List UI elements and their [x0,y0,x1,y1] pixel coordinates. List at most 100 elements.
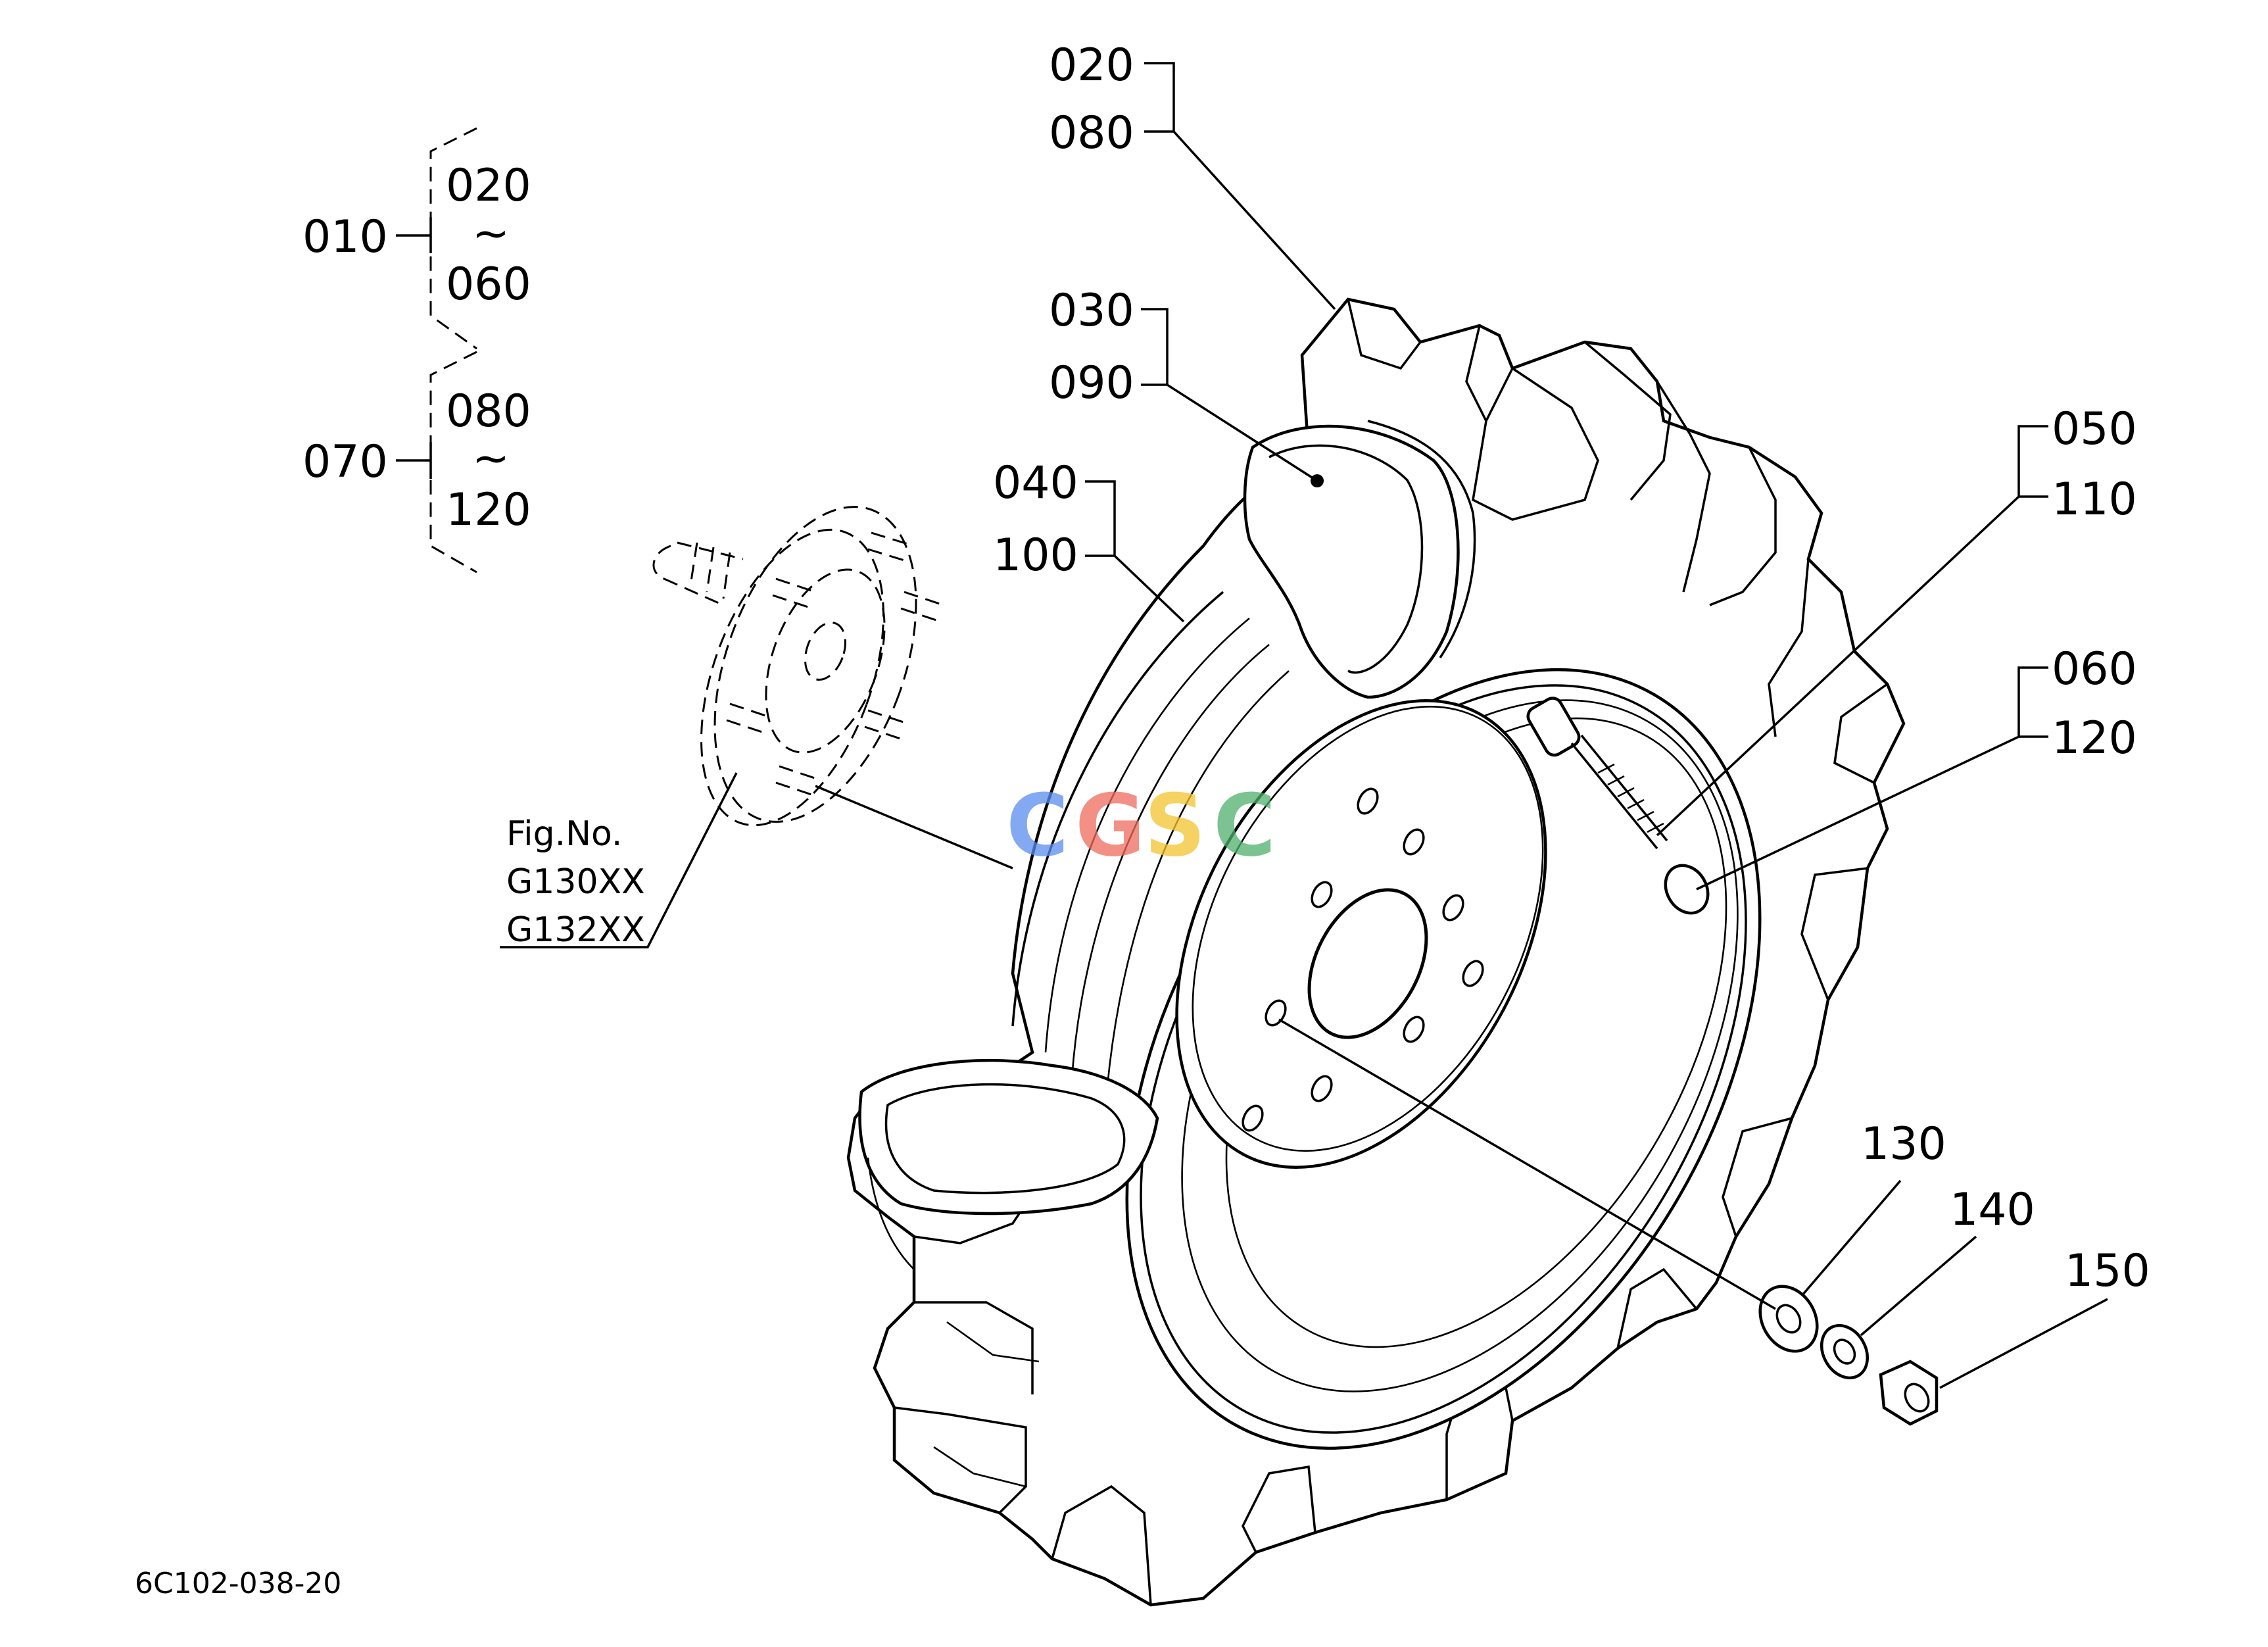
bolt-hole [1462,960,1484,987]
tire-lug-right-3 [1833,683,1889,784]
valve-body [1570,742,1658,850]
spring-washer [1820,1324,1870,1379]
label-150: 150 [2065,1245,2150,1297]
tube-top-fold [1367,420,1476,658]
watermark-letter: S [1144,775,1206,875]
tire-lug-right-4 [1800,867,1868,1000]
figref-line2: G130XX [506,862,645,902]
bolt-hole [1265,999,1287,1027]
bolt-holes [1242,787,1484,1132]
bolt-hole [1442,894,1464,922]
wheel-disc [1175,699,1547,1169]
group-010-id: 010 [302,211,388,263]
valve-body-2 [1580,734,1668,842]
hub-stud [864,709,908,741]
label-030: 030 [1049,285,1134,337]
figref-line1: Fig.No. [506,814,622,854]
flat-washer-hole [1775,1304,1802,1334]
sidewall-arc-2 [1044,617,1250,1053]
group-070-from: 080 [446,385,531,437]
sidewall-arc-4 [1103,670,1290,1119]
leader-040-100 [1085,480,1185,623]
label-020-top: 020 [1049,39,1134,91]
label-110: 110 [2052,474,2137,526]
tire-lug-top-1 [1347,299,1422,370]
bracket-070 [429,351,477,574]
group-070: 070 080 ~ 120 [302,385,531,536]
tube-cutaway-bottom [858,1058,1159,1270]
tire-lug-top-5 [1656,381,1711,593]
watermark-logo: C G S C [1006,775,1276,875]
valve-thread [1597,763,1664,833]
hub-studs [726,531,944,797]
watermark-letter: C [1006,775,1069,875]
tire-lug-left-4 [933,1446,1026,1488]
hex-nut [1879,1360,1939,1426]
bolt-hole [1242,1104,1264,1132]
bolt-hole [1403,1016,1425,1043]
tube-cutaway-top [1243,420,1476,699]
label-130: 130 [1861,1118,1946,1170]
group-070-to: 120 [446,484,531,536]
watermark-letter: C [1213,775,1276,875]
leader-060-120 [1696,666,2048,891]
label-090: 090 [1049,357,1134,409]
leader-010 [396,217,432,253]
tube-bottom-wall [867,1157,915,1270]
group-010: 010 020 ~ 060 [302,160,531,310]
valve-thread-line [1597,763,1615,774]
group-070-tilde: ~ [472,433,510,485]
hub-assembly [652,506,944,827]
tire-lug-left-1 [894,1406,1027,1514]
leader-figref [500,772,738,948]
bolt-hole [1311,1075,1333,1102]
hub-stud [867,531,915,564]
wheel-disc-edge [1192,706,1544,1152]
tire-lug-top-2 [1465,325,1514,424]
hub-center [804,622,846,681]
leader-070 [396,442,432,479]
wheel-rim [1125,668,1762,1450]
tube-bottom-outer [858,1058,1159,1216]
tire-lug-bottom-1 [1616,1267,1698,1349]
leader-050-110 [1656,425,2048,837]
label-100: 100 [993,529,1078,581]
tire-lug-top-3 [1472,367,1599,521]
fasteners [1758,1285,1939,1426]
tire-lug-left-5 [946,1321,1040,1363]
group-010-tilde: ~ [472,208,510,260]
valve-cap [1664,864,1710,915]
tire-lug-right-1 [1709,447,1777,606]
tire-lug-bottom-4 [1051,1485,1152,1606]
hub-flange [713,506,917,823]
valve-base [1526,697,1581,757]
valve-thread-line [1617,787,1635,798]
hub-stud [900,591,944,623]
hub-stud [726,702,770,735]
group-070-id: 070 [302,436,388,488]
valve-stem [1526,697,1710,915]
wheel-center-hole [1307,888,1428,1039]
hub-flange-rim [700,528,884,827]
label-060-right: 060 [2052,643,2137,695]
group-010-to: 060 [446,258,531,310]
label-050: 050 [2052,403,2137,455]
leader-hub [815,785,1013,870]
bolt-hole [1311,881,1333,908]
leader-lines [396,62,2108,1389]
label-040: 040 [993,457,1078,509]
hex-nut-hole [1904,1383,1930,1413]
sidewall-arc-3 [1071,643,1270,1079]
tire-lug-top-4 [1583,341,1672,501]
bolt-hole [1357,787,1379,815]
label-120-right: 120 [2052,712,2137,764]
leader-130 [1800,1179,1902,1297]
hub-bolt-circle [765,568,886,754]
figref-line3: G132XX [506,910,645,950]
leader-150 [1939,1298,2108,1389]
flat-washer [1758,1285,1819,1353]
valve-thread-line [1647,822,1664,833]
valve-thread-line [1627,799,1645,810]
valve-thread-line [1607,775,1625,786]
